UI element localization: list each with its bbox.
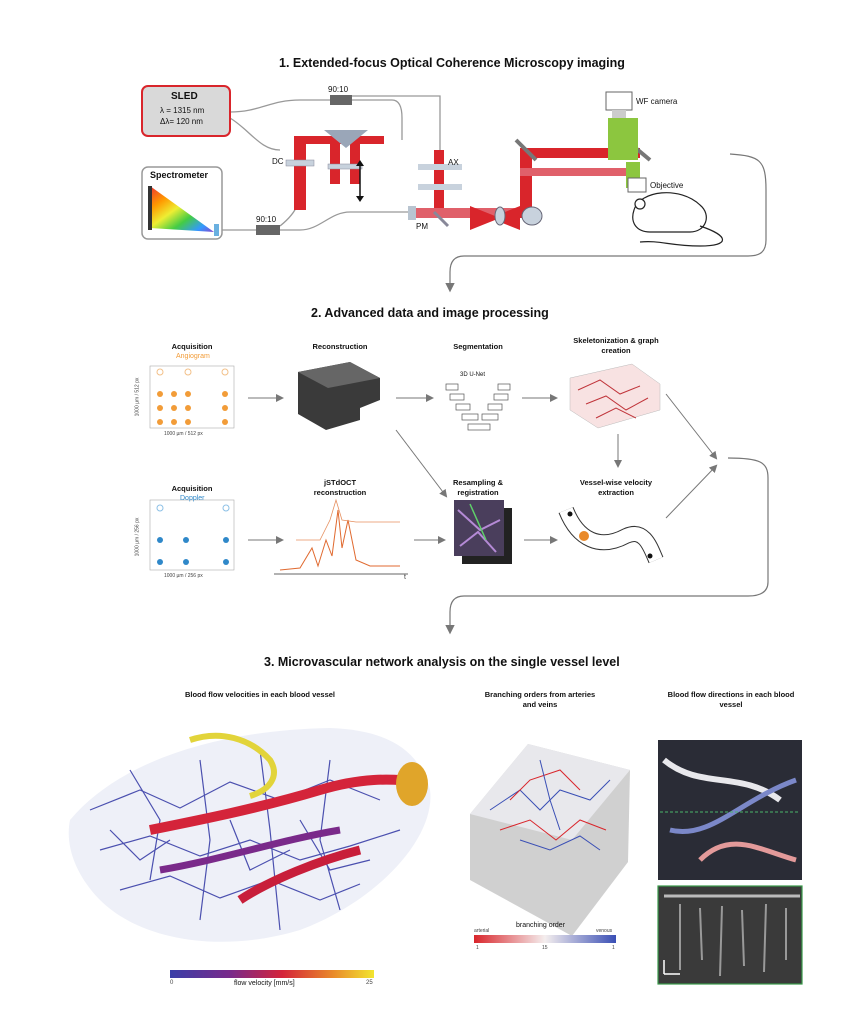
dc-label: DC <box>272 157 284 166</box>
registration-images <box>454 500 512 564</box>
wf-camera-label: WF camera <box>636 97 678 106</box>
branch-right-label: venous <box>596 928 613 934</box>
doppler-label: Doppler <box>180 495 205 502</box>
axis-x2: 1000 µm / 256 px <box>164 573 203 579</box>
acq2-title: Acquisition <box>171 484 213 493</box>
jstdoct-title: jSTdOCT reconstruction <box>313 478 367 497</box>
spectrum-fan <box>150 186 214 232</box>
unet-label: 3D U-Net <box>460 372 486 378</box>
velocity-min: 0 <box>170 980 174 986</box>
branching-order-render <box>470 744 630 936</box>
coupler-bottom-label: 90:10 <box>256 215 277 224</box>
pm-label: PM <box>416 222 428 231</box>
mouse-illustration <box>632 192 723 247</box>
skeletonization-title: Skeletonization & graph creation <box>573 336 659 355</box>
arrow-s1-s2 <box>445 153 767 293</box>
ax-label: AX <box>448 158 459 167</box>
velocity-colorbar <box>170 970 374 978</box>
section-3-title: 3. Microvascular network analysis on the… <box>264 655 620 669</box>
direction-bottom-image <box>657 885 803 985</box>
branch-cbar-label: branching order <box>516 922 566 929</box>
branching-colorbar <box>474 935 616 943</box>
sled-box <box>141 85 231 137</box>
doppler-grid <box>149 499 235 571</box>
section-1-title: 1. Extended-focus Optical Coherence Micr… <box>279 56 625 70</box>
axis-y1: 1000 µm / 512 px <box>134 377 141 417</box>
panel3-title: Blood flow directions in each blood vess… <box>667 690 795 709</box>
panel1-title: Blood flow velocities in each blood vess… <box>184 690 336 699</box>
branch-tick-1-right: 1 <box>612 945 615 951</box>
direction-top-image <box>658 740 802 880</box>
section-2-title: 2. Advanced data and image processing <box>311 306 549 320</box>
reconstruction-title: Reconstruction <box>312 342 368 351</box>
processing-arrows <box>248 393 718 544</box>
vessel-velocity-title: Vessel-wise velocity extraction <box>579 478 653 497</box>
branch-left-label: arterial <box>474 928 490 934</box>
velocity-network-render <box>68 728 431 942</box>
vessel-velocity-diagram <box>558 506 664 564</box>
coupler-top <box>330 95 352 105</box>
t-doppler-label: t <box>404 574 406 581</box>
arrow-s2-s3 <box>445 457 769 635</box>
segmentation-title: Segmentation <box>453 342 503 351</box>
angiogram-grid <box>149 365 235 429</box>
velocity-cbar-label: flow velocity [mm/s] <box>234 980 295 987</box>
sled-bandwidth: Δλ= 120 nm <box>160 117 203 126</box>
reference-arm <box>285 130 384 210</box>
sled-title: SLED <box>171 91 198 102</box>
branch-tick-1: 1 <box>476 945 479 951</box>
acq1-title: Acquisition <box>171 342 213 351</box>
sample-arm <box>408 91 652 230</box>
objective-label: Objective <box>650 181 684 190</box>
reconstruction-volume <box>298 362 380 430</box>
coupler-bottom <box>256 225 280 235</box>
axis-y2: 1000 µm / 256 px <box>134 517 141 557</box>
axis-x1: 1000 µm / 512 px <box>164 431 203 437</box>
resampling-title: Resampling & registration <box>452 478 503 497</box>
angiogram-label: Angiogram <box>176 353 210 360</box>
spectrometer-label: Spectrometer <box>150 170 209 180</box>
branch-tick-15: 15 <box>542 945 548 951</box>
skeleton-graph <box>569 363 661 429</box>
jstdoct-plot <box>274 498 408 575</box>
coupler-top-label: 90:10 <box>328 85 349 94</box>
sled-wavelength: λ = 1315 nm <box>160 106 205 115</box>
panel2-title: Branching orders from arteries and veins <box>484 690 596 709</box>
velocity-max: 25 <box>366 980 373 986</box>
unet-diagram <box>445 383 511 431</box>
